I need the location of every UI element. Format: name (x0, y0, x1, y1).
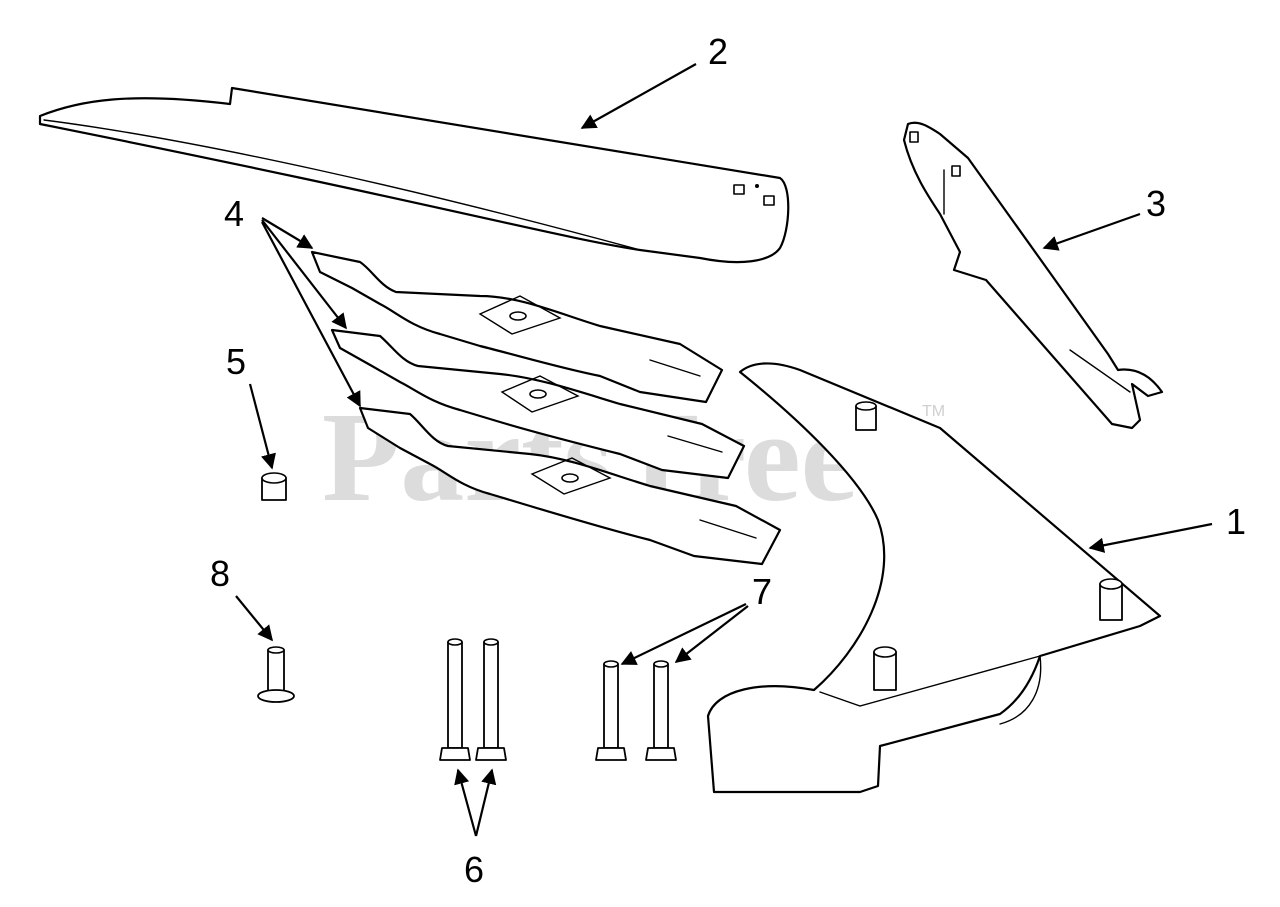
callout-2: 2 (708, 31, 728, 72)
callout-3: 3 (1146, 183, 1166, 224)
leader-6a (454, 768, 478, 837)
leader-4c (261, 221, 361, 408)
callout-7: 7 (752, 571, 772, 612)
callout-4: 4 (224, 193, 244, 234)
part-2-chute (38, 86, 790, 264)
part-4-blade-1 (310, 250, 724, 404)
leader-4a (261, 217, 314, 249)
part-5-spacer (261, 472, 287, 501)
leader-2 (580, 63, 697, 129)
leader-1 (1088, 522, 1213, 553)
part-4-blade-3 (358, 406, 782, 566)
callout-1: 1 (1226, 501, 1246, 542)
leader-7a (620, 603, 747, 665)
part-3-bracket (902, 121, 1164, 430)
leader-5 (248, 383, 276, 470)
part-6-bolts (439, 638, 507, 761)
callout-5: 5 (226, 341, 246, 382)
part-1-deck (706, 362, 1162, 794)
leader-4b (261, 219, 347, 330)
watermark-tm: TM (922, 403, 945, 420)
callout-8: 8 (210, 553, 230, 594)
leader-7b (674, 605, 749, 663)
leader-lines (235, 63, 1213, 837)
leader-8 (235, 595, 273, 642)
part-4-blade-2 (330, 328, 746, 480)
callout-6: 6 (464, 849, 484, 890)
part-7-bolts (595, 660, 677, 761)
leader-6b (474, 768, 497, 837)
leader-3 (1042, 212, 1141, 251)
part-8-bolt (257, 646, 295, 703)
